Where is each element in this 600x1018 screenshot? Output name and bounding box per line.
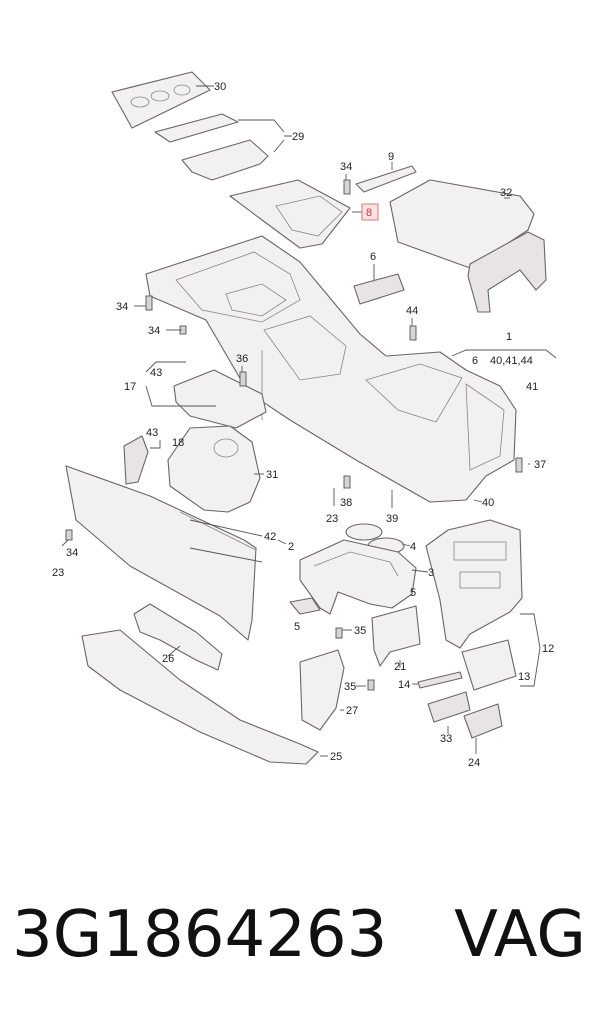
label-34: 34 — [148, 325, 160, 337]
part-labels: 30 29 34 9 32 8 6 34 44 34 1 6 40,41,44 … — [52, 81, 554, 769]
part-30-climate-trim — [111, 71, 211, 129]
label-40-41-44: 40,41,44 — [490, 355, 533, 367]
label-23: 23 — [52, 567, 64, 579]
label-18: 18 — [172, 437, 184, 449]
label-34: 34 — [116, 301, 128, 313]
label-35: 35 — [344, 681, 356, 693]
label-25: 25 — [330, 751, 342, 763]
label-17: 17 — [124, 381, 136, 393]
label-23: 23 — [326, 513, 338, 525]
label-37: 37 — [534, 459, 546, 471]
label-14: 14 — [398, 679, 410, 691]
part-13-cover — [461, 639, 517, 691]
part-27-storage-box — [299, 649, 345, 731]
label-39: 39 — [386, 513, 398, 525]
label-6: 6 — [472, 355, 478, 367]
part-3-cupholder-insert — [299, 539, 417, 615]
label-34: 34 — [66, 547, 78, 559]
label-29: 29 — [292, 131, 304, 143]
label-9: 9 — [388, 151, 394, 163]
label-42: 42 — [264, 531, 276, 543]
label-32: 32 — [500, 187, 512, 199]
label-12: 12 — [542, 643, 554, 655]
label-34: 34 — [340, 161, 352, 173]
label-44: 44 — [406, 305, 418, 317]
label-38: 38 — [340, 497, 352, 509]
label-36: 36 — [236, 353, 248, 365]
label-13: 13 — [518, 671, 530, 683]
part-14-strip — [417, 671, 463, 689]
label-4: 4 — [410, 541, 416, 553]
label-6: 6 — [370, 251, 376, 263]
part-number: 3G1864263 — [12, 898, 388, 972]
label-5: 5 — [294, 621, 300, 633]
part-8-insert-tray — [229, 179, 351, 249]
part-6-switch-module — [353, 273, 405, 305]
part-9-trim-strip — [355, 165, 417, 193]
label-43: 43 — [146, 427, 158, 439]
part-12-rear-vent — [425, 519, 523, 649]
part-24-usb-module — [463, 703, 503, 739]
part-33-switch — [427, 691, 471, 723]
label-3: 3 — [428, 567, 434, 579]
label-2: 2 — [288, 541, 294, 553]
part-29-storage-trays — [154, 113, 269, 181]
label-43: 43 — [150, 367, 162, 379]
label-40: 40 — [482, 497, 494, 509]
label-8: 8 — [366, 207, 372, 219]
label-5: 5 — [410, 587, 416, 599]
highlight-box — [361, 203, 379, 221]
part-5-small-cover — [289, 597, 321, 615]
label-27: 27 — [346, 705, 358, 717]
label-26: 26 — [162, 653, 174, 665]
part-25-lower-trim — [81, 629, 319, 765]
label-30: 30 — [214, 81, 226, 93]
part-32-armrest — [389, 179, 547, 313]
part-18-trim-clip — [123, 435, 149, 485]
leader-lines — [61, 85, 557, 757]
part-2-side-panel — [65, 465, 257, 641]
label-33: 33 — [440, 733, 452, 745]
label-1: 1 — [506, 331, 512, 343]
label-24: 24 — [468, 757, 480, 769]
part-31-shift-housing — [167, 425, 261, 513]
label-21: 21 — [394, 661, 406, 673]
label-31: 31 — [266, 469, 278, 481]
label-35: 35 — [354, 625, 366, 637]
part-26-duct — [133, 603, 223, 671]
part-21-bracket — [371, 605, 421, 667]
label-41: 41 — [526, 381, 538, 393]
brand-label: VAG — [454, 898, 586, 972]
